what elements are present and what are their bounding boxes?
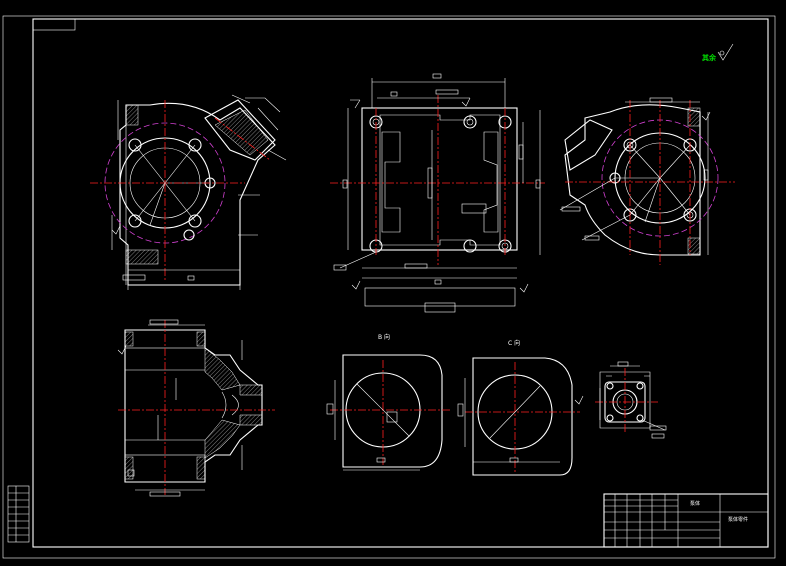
view-c-label: C 向 — [508, 339, 520, 347]
section-view — [117, 319, 275, 497]
small-flange-view — [595, 361, 667, 439]
sheet-border — [2, 15, 776, 559]
right-top-view — [559, 97, 735, 265]
view-b: B 向 — [326, 333, 450, 471]
center-top-view — [330, 73, 545, 313]
front-view — [90, 94, 287, 290]
roughness-note: 其余 — [702, 43, 734, 62]
title-block: 泵体 泵体零件 — [603, 493, 769, 548]
view-b-label: B 向 — [378, 333, 390, 341]
left-margin-block — [7, 485, 30, 543]
view-c: C 向 — [457, 339, 584, 476]
roughness-note-text: 其余 — [702, 53, 717, 62]
title-drawing-name: 泵体零件 — [728, 516, 748, 523]
title-part-name: 泵体 — [690, 500, 700, 507]
